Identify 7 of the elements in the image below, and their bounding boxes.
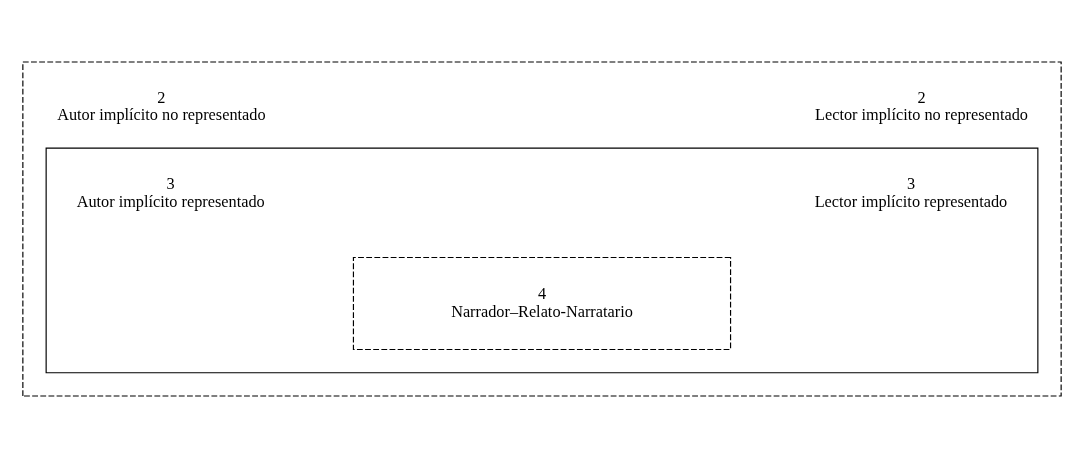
node-box: 4 Narrador–Relato-Narratario [352,256,732,350]
node-text: 3 Autor implícito representado [76,173,265,211]
node-text: 2 Autor implícito no representado [57,87,266,124]
node-text: 3 Lector implícito representado [814,173,1008,211]
node-text: 2 Lector implícito no representado [814,87,1028,124]
cluster [22,60,1062,397]
cluster [45,147,1039,373]
